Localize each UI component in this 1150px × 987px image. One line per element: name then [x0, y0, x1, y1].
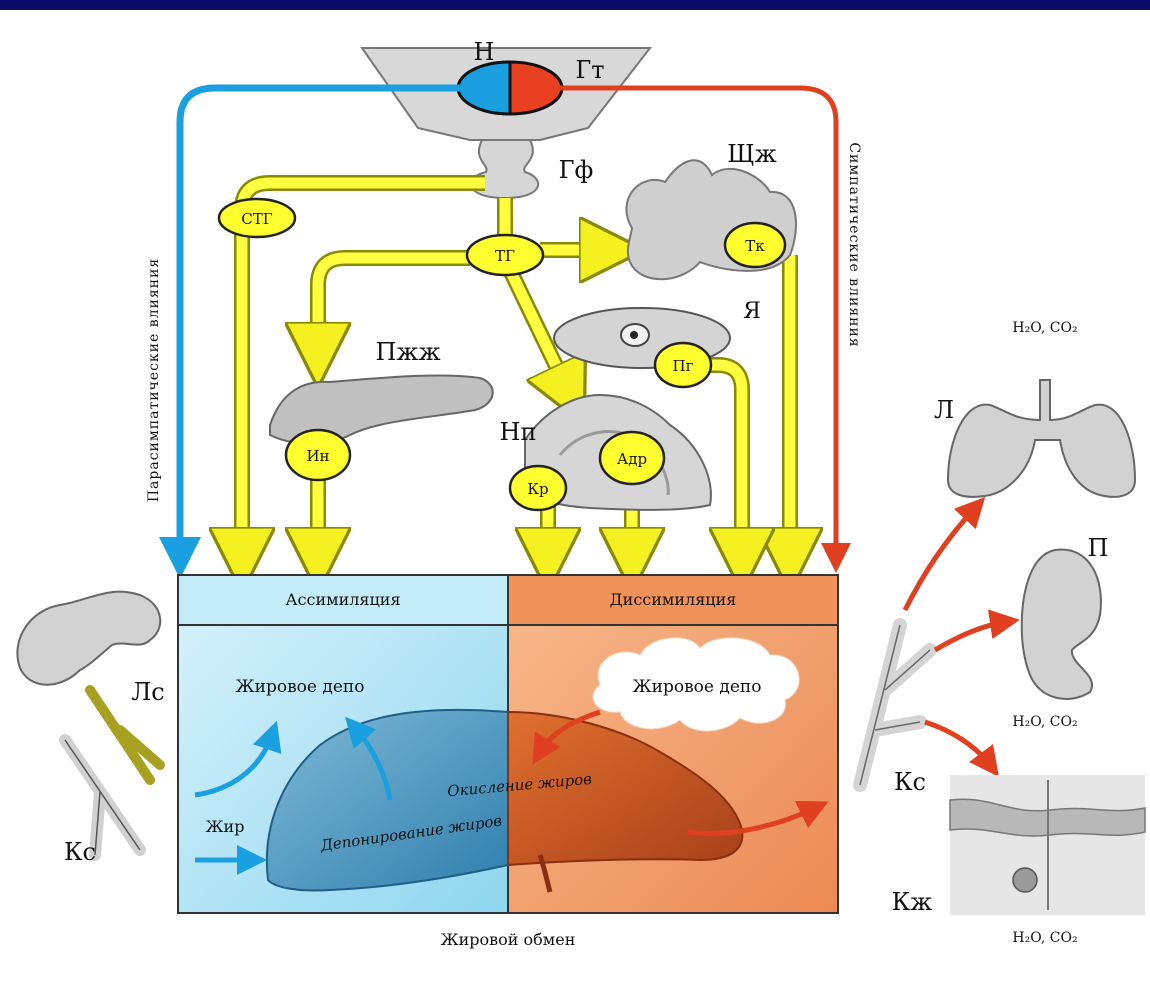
hormone-in: Ин [306, 447, 329, 465]
label-adrenal: Нп [500, 418, 537, 446]
kidney-products: H₂O, CO₂ [1012, 714, 1077, 730]
to-lungs-arrow [905, 508, 975, 610]
label-parasympathetic: Парасимпатические влияния [146, 258, 162, 502]
ovary-nucleus [630, 331, 638, 339]
hormone-tk: Тк [745, 237, 765, 255]
label-kidney: П [1088, 534, 1109, 562]
intestine-shape [17, 592, 160, 685]
depot-left-label: Жировое депо [236, 677, 365, 697]
label-hypothalamus-left: Н [474, 38, 495, 66]
to-kidney-arrow [935, 622, 1005, 650]
hormone-stg: СТГ [241, 210, 272, 228]
fat-label: Жир [206, 817, 245, 836]
hormone-tg: ТГ [495, 247, 515, 265]
label-skin: Кж [892, 888, 933, 916]
to-skin-arrow [925, 722, 990, 765]
dissimilation-title: Диссимиляция [610, 590, 737, 609]
label-hypothalamus-right: Гт [575, 56, 604, 84]
skin-products: H₂O, CO₂ [1012, 930, 1077, 946]
panel-caption: Жировой обмен [441, 930, 576, 949]
kidney-shape [1022, 550, 1101, 699]
hormone-adr: Адр [617, 450, 647, 468]
label-ovary: Я [743, 299, 761, 324]
label-pituitary: Гф [559, 156, 594, 184]
label-vessel-left: Кс [64, 838, 96, 866]
hormone-pg: Пг [673, 357, 694, 375]
skin-gland [1013, 868, 1037, 892]
lungs-products: H₂O, CO₂ [1012, 320, 1077, 336]
label-lungs: Л [934, 396, 954, 424]
label-pancreas: Пжж [375, 338, 440, 366]
blood-vessel-right [860, 625, 930, 785]
label-thyroid: Щж [727, 140, 776, 168]
label-sympathetic: Симпатические влияния [846, 142, 862, 347]
lungs-shape [948, 380, 1135, 497]
top-bar [0, 0, 1150, 10]
label-intestine-vessel: Лс [131, 678, 164, 706]
hormone-kr: Кр [527, 480, 548, 498]
label-vessel-right: Кс [894, 768, 926, 796]
assimilation-title: Ассимиляция [285, 590, 400, 609]
depot-right-label: Жировое депо [633, 677, 762, 697]
